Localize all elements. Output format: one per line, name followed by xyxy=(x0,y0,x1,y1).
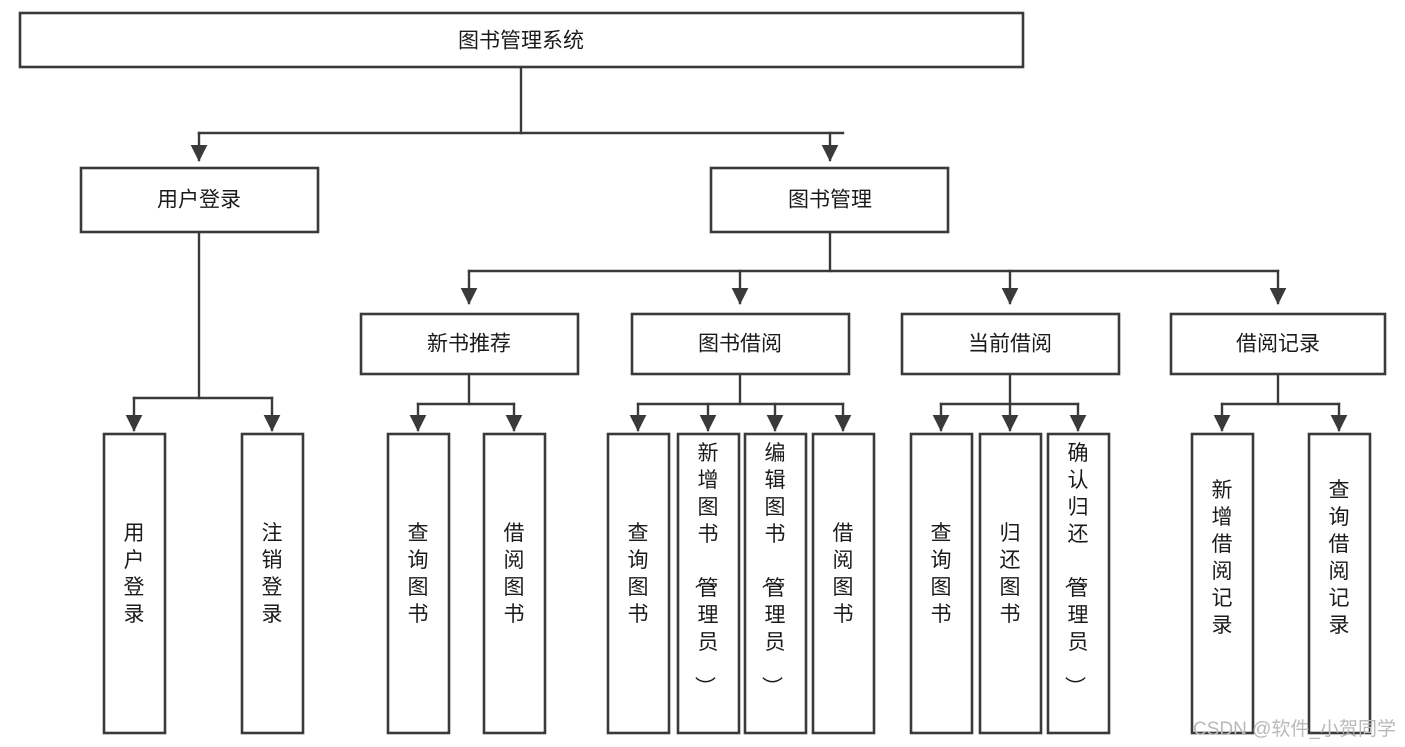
leaf-query-book-current[interactable]: 查询图书 xyxy=(909,432,974,735)
connector-borrowrecord-to-leaves xyxy=(1213,372,1348,432)
leaf-query-book-current-label: 查询图书 xyxy=(931,522,952,626)
node-new-book-recommend-label: 新书推荐 xyxy=(427,333,511,356)
leaf-borrow-book-borrow-label: 借阅图书 xyxy=(833,522,854,626)
leaf-confirm-return-admin-label: 确认归还（管理员） xyxy=(1063,442,1089,697)
node-root[interactable]: 图书管理系统 xyxy=(18,11,1025,69)
leaf-add-book-admin-label: 新增图书（管理员） xyxy=(693,442,719,697)
leaf-edit-book-admin[interactable]: 编辑图书（管理员） xyxy=(743,432,808,735)
node-root-label: 图书管理系统 xyxy=(458,30,584,53)
leaf-query-book-borrow-label: 查询图书 xyxy=(628,522,649,626)
leaf-query-borrow-record[interactable]: 查询借阅记录 xyxy=(1307,432,1372,735)
leaf-logout[interactable]: 注销登录 xyxy=(240,432,305,735)
connector-root-to-level2 xyxy=(190,65,845,162)
node-book-borrow[interactable]: 图书借阅 xyxy=(630,312,851,376)
node-borrow-record-label: 借阅记录 xyxy=(1236,333,1320,356)
leaf-confirm-return-admin[interactable]: 确认归还（管理员） xyxy=(1046,432,1111,735)
leaf-add-borrow-record-label: 新增借阅记录 xyxy=(1212,479,1233,637)
leaf-add-book-admin[interactable]: 新增图书（管理员） xyxy=(676,432,741,735)
leaf-return-book[interactable]: 归还图书 xyxy=(978,432,1043,735)
leaf-user-login-label: 用户登录 xyxy=(124,522,145,626)
leaf-edit-book-admin-label: 编辑图书（管理员） xyxy=(760,442,786,697)
node-book-management-label: 图书管理 xyxy=(788,189,872,212)
leaf-query-book-borrow[interactable]: 查询图书 xyxy=(606,432,671,735)
leaf-logout-label: 注销登录 xyxy=(262,522,283,626)
leaf-borrow-book-borrow[interactable]: 借阅图书 xyxy=(811,432,876,735)
connector-newbook-to-leaves xyxy=(409,372,523,432)
connector-currentborrow-to-leaves xyxy=(932,372,1087,432)
leaf-query-book-newbook[interactable]: 查询图书 xyxy=(386,432,451,735)
leaf-borrow-book-newbook[interactable]: 借阅图书 xyxy=(482,432,547,735)
node-user-login[interactable]: 用户登录 xyxy=(79,166,320,234)
leaf-borrow-book-newbook-label: 借阅图书 xyxy=(504,522,525,626)
node-book-management[interactable]: 图书管理 xyxy=(709,166,950,234)
leaf-query-book-newbook-label: 查询图书 xyxy=(408,522,429,626)
node-new-book-recommend[interactable]: 新书推荐 xyxy=(359,312,580,376)
connector-bookmgmt-to-level3 xyxy=(460,230,1287,305)
node-user-login-label: 用户登录 xyxy=(157,189,241,212)
leaf-return-book-label: 归还图书 xyxy=(1000,522,1021,626)
leaf-query-borrow-record-label: 查询借阅记录 xyxy=(1329,479,1350,637)
connector-bookborrow-to-leaves xyxy=(629,372,852,432)
leaf-add-borrow-record[interactable]: 新增借阅记录 xyxy=(1190,432,1255,735)
node-book-borrow-label: 图书借阅 xyxy=(698,333,782,356)
leaf-user-login[interactable]: 用户登录 xyxy=(102,432,167,735)
connector-userlogin-to-leaves xyxy=(125,230,281,432)
node-current-borrow-label: 当前借阅 xyxy=(968,333,1052,356)
node-current-borrow[interactable]: 当前借阅 xyxy=(900,312,1121,376)
watermark-label: CSDN @软件_小贺同学 xyxy=(1193,718,1396,740)
node-borrow-record[interactable]: 借阅记录 xyxy=(1169,312,1387,376)
